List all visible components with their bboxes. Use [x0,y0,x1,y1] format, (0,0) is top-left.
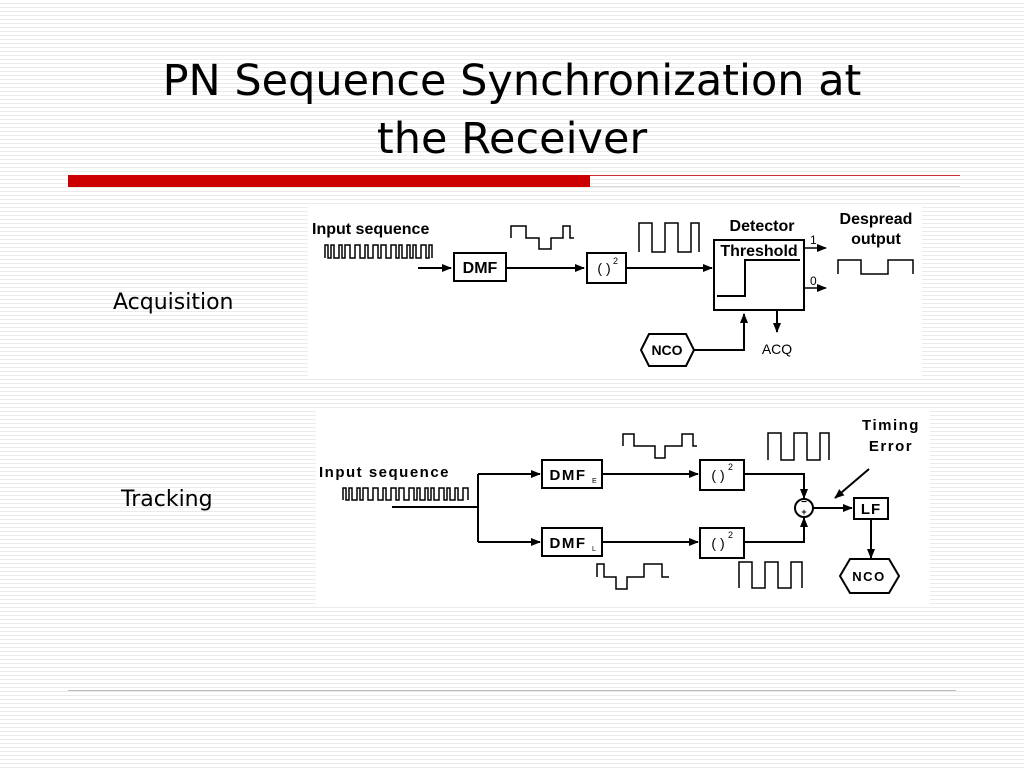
trk-nco-label: NCO [852,569,885,584]
acq-dmf-label: DMF [463,260,498,277]
trk-timing-error-arrow [834,468,870,499]
acq-despread-label: Despread [840,211,913,228]
acq-threshold-label: Threshold [720,243,797,260]
acq-detector-label: Detector [730,218,795,235]
acquisition-label: Acquisition [113,290,234,315]
title-underline-red [68,175,590,187]
trk-input-label: Input sequence [319,464,450,481]
trk-dmf-early-subscript: E [592,478,597,485]
acq-detector-block [713,239,805,311]
acq-output-label: output [851,231,901,248]
trk-square-late-label: ( ) [711,535,724,551]
acq-square-output-waveform [638,222,700,253]
trk-nco-block [838,558,901,594]
trk-late-to-summer-arrow [744,517,808,543]
acquisition-diagram: Input sequence DMF ( ) 2 Detector Thresh… [308,204,922,378]
slide-title-line-2: the Receiver [376,114,648,164]
title-underline-thin-lower [590,186,960,187]
slide-title-line-1: PN Sequence Synchronization at [162,56,862,106]
tracking-diagram: Input sequence DMF E DMF L ( ) 2 ( ) 2 −… [316,408,930,606]
trk-dmf-late-label: DMF [550,535,587,552]
acq-nco-to-detector-arrow [694,313,748,351]
tracking-label: Tracking [121,487,213,512]
trk-timing-label: Timing [862,417,920,434]
acq-threshold-curve [717,259,800,297]
trk-square-early-exponent: 2 [728,462,733,472]
acq-acq-label: ACQ [762,341,792,357]
trk-early-dmf-waveform [622,433,697,459]
acquisition-diagram-svg: Input sequence DMF ( ) 2 Detector Thresh… [312,211,914,367]
trk-dmf-late-subscript: L [592,546,596,553]
acq-nco-label: NCO [651,342,682,358]
title-underline-thin [590,175,960,176]
trk-late-dmf-waveform [596,563,669,590]
acq-dmf-output-waveform [510,225,574,250]
acq-square-label: ( ) [597,260,610,276]
acq-input-waveform [324,244,433,259]
tracking-diagram-svg: Input sequence DMF E DMF L ( ) 2 ( ) 2 −… [319,417,920,594]
trk-summer-minus: − [801,497,807,508]
footer-rule [68,690,956,691]
trk-lf-label: LF [861,501,881,518]
acq-level-1: 1 [810,233,817,247]
trk-dmf-late-block [541,527,603,557]
trk-error-label: Error [869,438,913,455]
trk-input-waveform [342,487,469,501]
trk-square-late-exponent: 2 [728,530,733,540]
trk-early-to-summer-arrow [744,473,808,499]
acq-level-0: 0 [810,274,817,288]
acq-input-label: Input sequence [312,221,429,238]
trk-early-square-waveform [767,432,830,461]
trk-dmf-early-label: DMF [550,467,587,484]
trk-square-early-label: ( ) [711,467,724,483]
trk-summer-plus: + [801,507,806,517]
trk-late-square-waveform [738,561,803,589]
slide-title: PN Sequence Synchronization at the Recei… [60,52,964,168]
acq-square-exponent: 2 [613,256,618,266]
acq-despread-waveform [837,259,914,275]
